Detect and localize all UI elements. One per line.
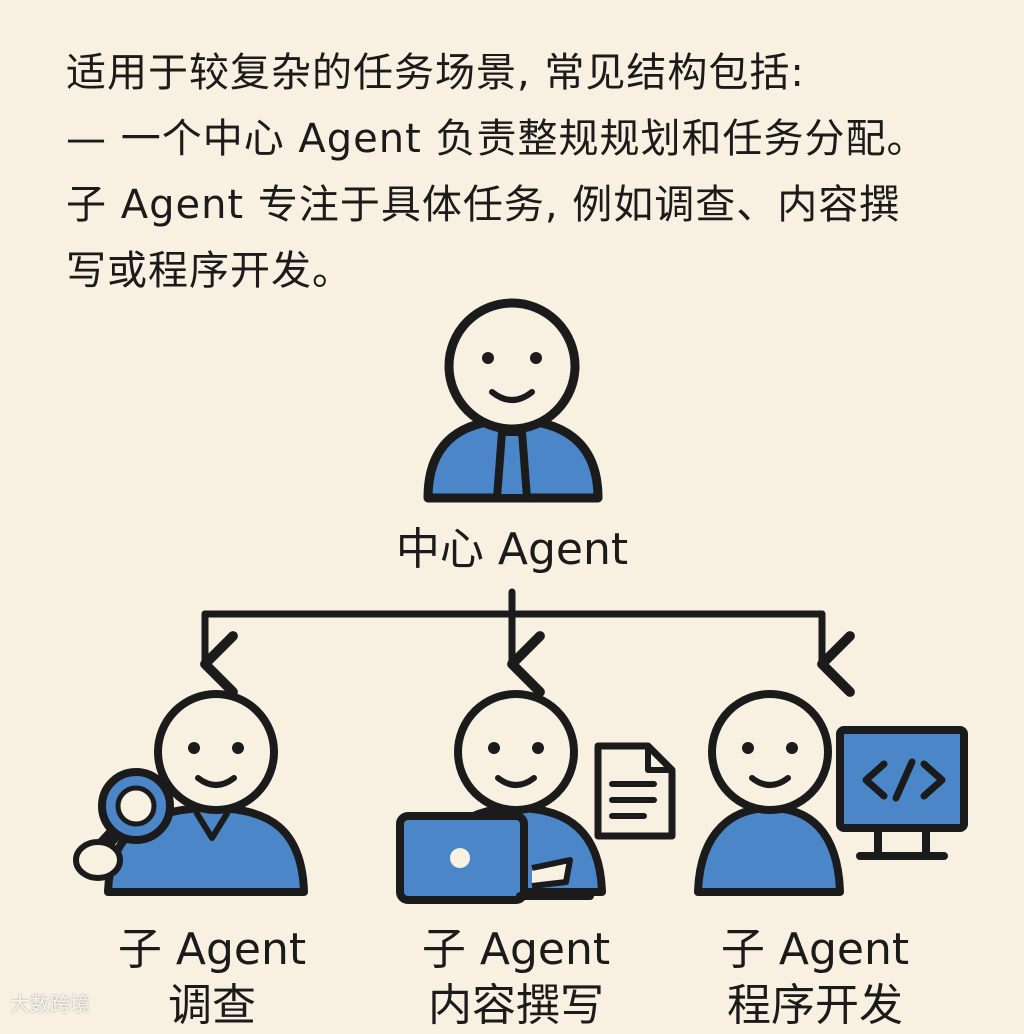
sub-agent-role: 程序开发 xyxy=(727,980,903,1031)
watermark: 大数跨境 xyxy=(10,992,90,1016)
sub-agent-role: 调查 xyxy=(168,980,256,1031)
research-agent-figure xyxy=(73,690,308,896)
intro-line-3: 子 Agent 专注于具体任务, 例如调查、内容撰 xyxy=(66,182,901,228)
sub-agent-dev-label: 子 Agent 程序开发 xyxy=(675,922,955,1034)
sub-agent-title: 子 Agent xyxy=(720,924,910,975)
monitor-code-icon xyxy=(836,726,968,860)
intro-line-1: 适用于较复杂的任务场景, 常见结构包括: xyxy=(66,50,805,96)
connector-lines xyxy=(200,588,855,697)
hand-icon xyxy=(531,857,573,889)
document-icon xyxy=(594,742,676,840)
sub-agent-title: 子 Agent xyxy=(421,924,611,975)
writing-agent-figure xyxy=(396,690,676,904)
intro-line-2: — 一个中心 Agent 负责整规规划和任务分配。 xyxy=(66,116,928,162)
tie-icon xyxy=(493,428,531,502)
intro-line-4: 写或程序开发。 xyxy=(66,248,353,294)
sub-agent-role: 内容撰写 xyxy=(428,980,604,1031)
magnifier-icon xyxy=(73,768,174,881)
sub-agent-title: 子 Agent xyxy=(117,924,307,975)
center-agent-label: 中心 Agent xyxy=(395,524,629,575)
sub-agent-writing-label: 子 Agent 内容撰写 xyxy=(376,922,656,1034)
center-agent-figure xyxy=(423,298,603,503)
laptop-icon xyxy=(396,812,594,904)
intro-text: 适用于较复杂的任务场景, 常见结构包括: — 一个中心 Agent 负责整规规划… xyxy=(66,40,996,304)
dev-agent-figure xyxy=(694,690,968,896)
sub-agent-research-label: 子 Agent 调查 xyxy=(72,922,352,1034)
